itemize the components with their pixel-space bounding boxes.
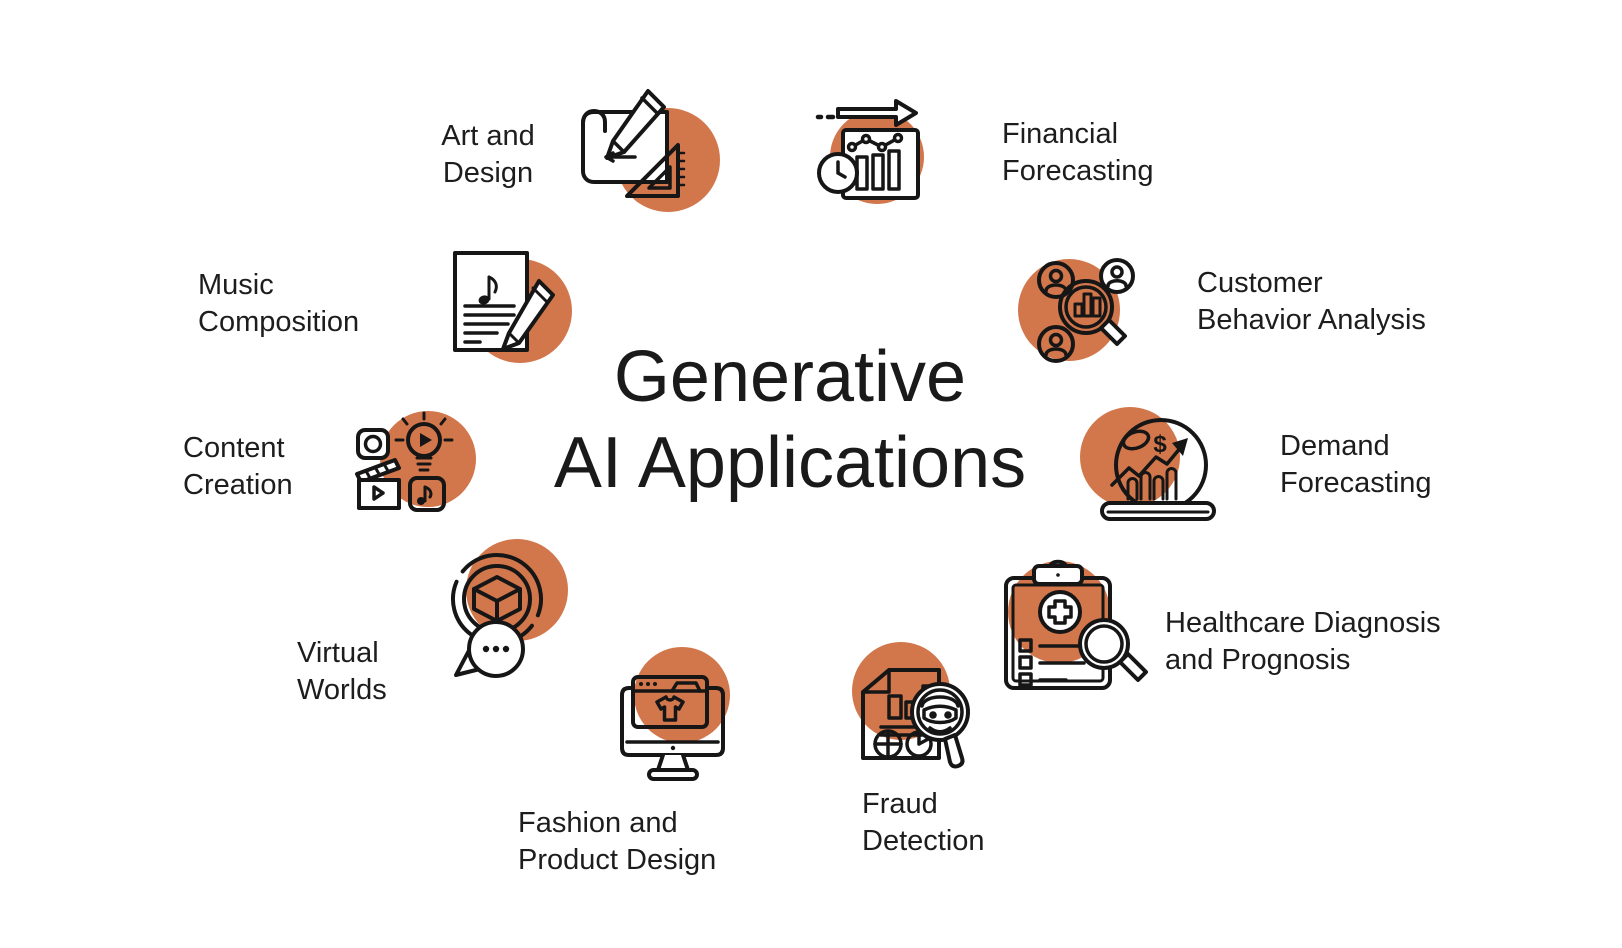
svg-text:$: $ <box>1153 431 1167 458</box>
label-demand-forecasting: Demand Forecasting <box>1280 430 1432 499</box>
label-art-and-design: Art and Design <box>441 120 535 189</box>
label-music-composition: Music Composition <box>198 269 360 338</box>
label-healthcare-diagnosis: Healthcare Diagnosis and Prognosis <box>1165 607 1441 676</box>
label-fraud-detection: Fraud Detection <box>862 788 985 857</box>
healthcare-diagnosis-icon <box>1004 559 1148 690</box>
title-line-1: Generative <box>613 337 967 417</box>
label-fashion-product-design: Fashion and Product Design <box>518 807 717 876</box>
fraud-detection-icon <box>861 668 970 769</box>
label-customer-behavior-analysis: Customer Behavior Analysis <box>1197 267 1426 336</box>
content-creation-icon <box>355 411 454 512</box>
financial-forecasting-icon <box>815 99 920 200</box>
title-line-2: AI Applications <box>553 423 1027 503</box>
art-design-icon <box>581 89 686 198</box>
label-virtual-worlds: Virtual Worlds <box>297 637 387 706</box>
label-content-creation: Content Creation <box>183 432 293 501</box>
music-composition-icon <box>453 251 555 352</box>
diagram-title: Generative AI Applications <box>440 334 1140 506</box>
demand-forecasting-icon: $ <box>1100 418 1216 521</box>
customer-behavior-icon <box>1037 258 1135 363</box>
label-financial-forecasting: Financial Forecasting <box>1002 118 1154 187</box>
virtual-worlds-icon <box>451 553 543 678</box>
fashion-product-design-icon <box>620 675 725 781</box>
